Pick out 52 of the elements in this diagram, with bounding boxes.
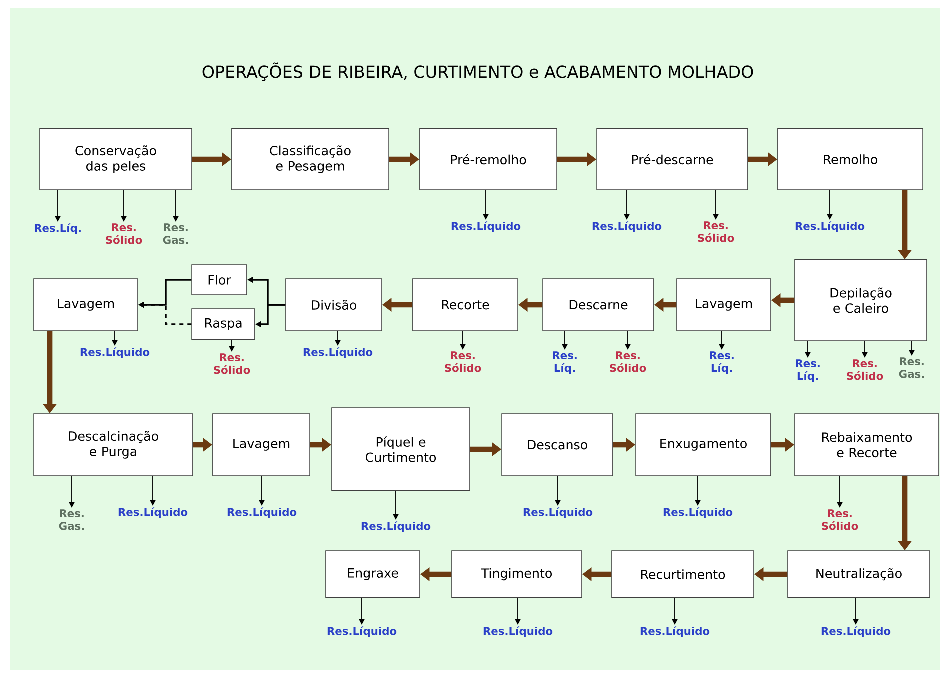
residue-label: Res. Sólido [214,354,250,374]
process-box: Descanso [502,414,614,476]
residue-label: Res.Líquido [822,626,891,638]
process-box: Depilação e Caleiro [794,260,928,342]
process-box: Descarne [542,278,654,332]
process-box: Remolho [778,128,924,190]
residue-label: Res. Líq. [553,352,577,374]
residue-label: Res. Gas. [163,224,188,244]
process-box: Lavagem [212,414,310,476]
process-box: Engraxe [326,550,420,598]
process-box: Divisão [286,278,382,332]
process-box: Neutralização [788,550,930,598]
process-box: Enxugamento [636,414,772,476]
process-box: Recurtimento [612,550,754,598]
process-box: Classificação e Pesagem [232,128,390,190]
residue-label: Res. Sólido [445,352,482,372]
residue-label: Res.Líquido [228,508,297,518]
residue-label: Res.Líquido [796,222,865,232]
residue-label: Res.Líquido [80,348,150,358]
residue-label: Res. Gas. [59,510,84,530]
residue-label: Res.Líquido [304,348,373,358]
residue-label: Res.Líq. [35,224,81,234]
process-box: Conservação das peles [40,128,192,190]
residue-label: Res. Sólido [698,222,734,242]
process-box: Tingimento [452,550,582,598]
residue-label: Res. Sólido [847,360,884,380]
residue-label: Res.Líquido [484,626,553,638]
process-box: Recorte [412,278,518,332]
residue-label: Res.Líquido [452,222,521,232]
process-box: Rebaixamento e Recorte [794,414,940,476]
process-box: Pré-remolho [420,128,558,190]
residue-label: Res. Líq. [796,360,820,382]
residue-label: Res. Sólido [610,352,646,372]
residue-label: Res. Gas. [899,358,924,378]
process-box: Flor [192,264,248,296]
residue-label: Res. Sólido [106,224,142,244]
title: OPERAÇÕES DE RIBEIRA, CURTIMENTO e ACABAMENTO MOLHADO [202,62,754,82]
residue-label: Res. Líq. [710,352,734,374]
process-box: Píquel e Curtimento [332,408,470,492]
process-box: Lavagem [676,278,772,332]
process-box: Raspa [192,308,256,340]
residue-label: Res.Líquido [592,222,662,232]
process-box: Descalcinação e Purga [34,414,194,476]
residue-label: Res.Líquido [328,626,397,638]
residue-label: Res.Líquido [118,508,188,518]
process-box: Lavagem [34,278,138,332]
residue-label: Res.Líquido [524,508,593,518]
residue-label: Res. Sólido [822,510,858,530]
process-box: Pré-descarne [596,128,748,190]
residue-label: Res.Líquido [664,508,733,518]
residue-label: Res.Líquido [362,522,431,532]
residue-label: Res.Líquido [640,626,710,638]
